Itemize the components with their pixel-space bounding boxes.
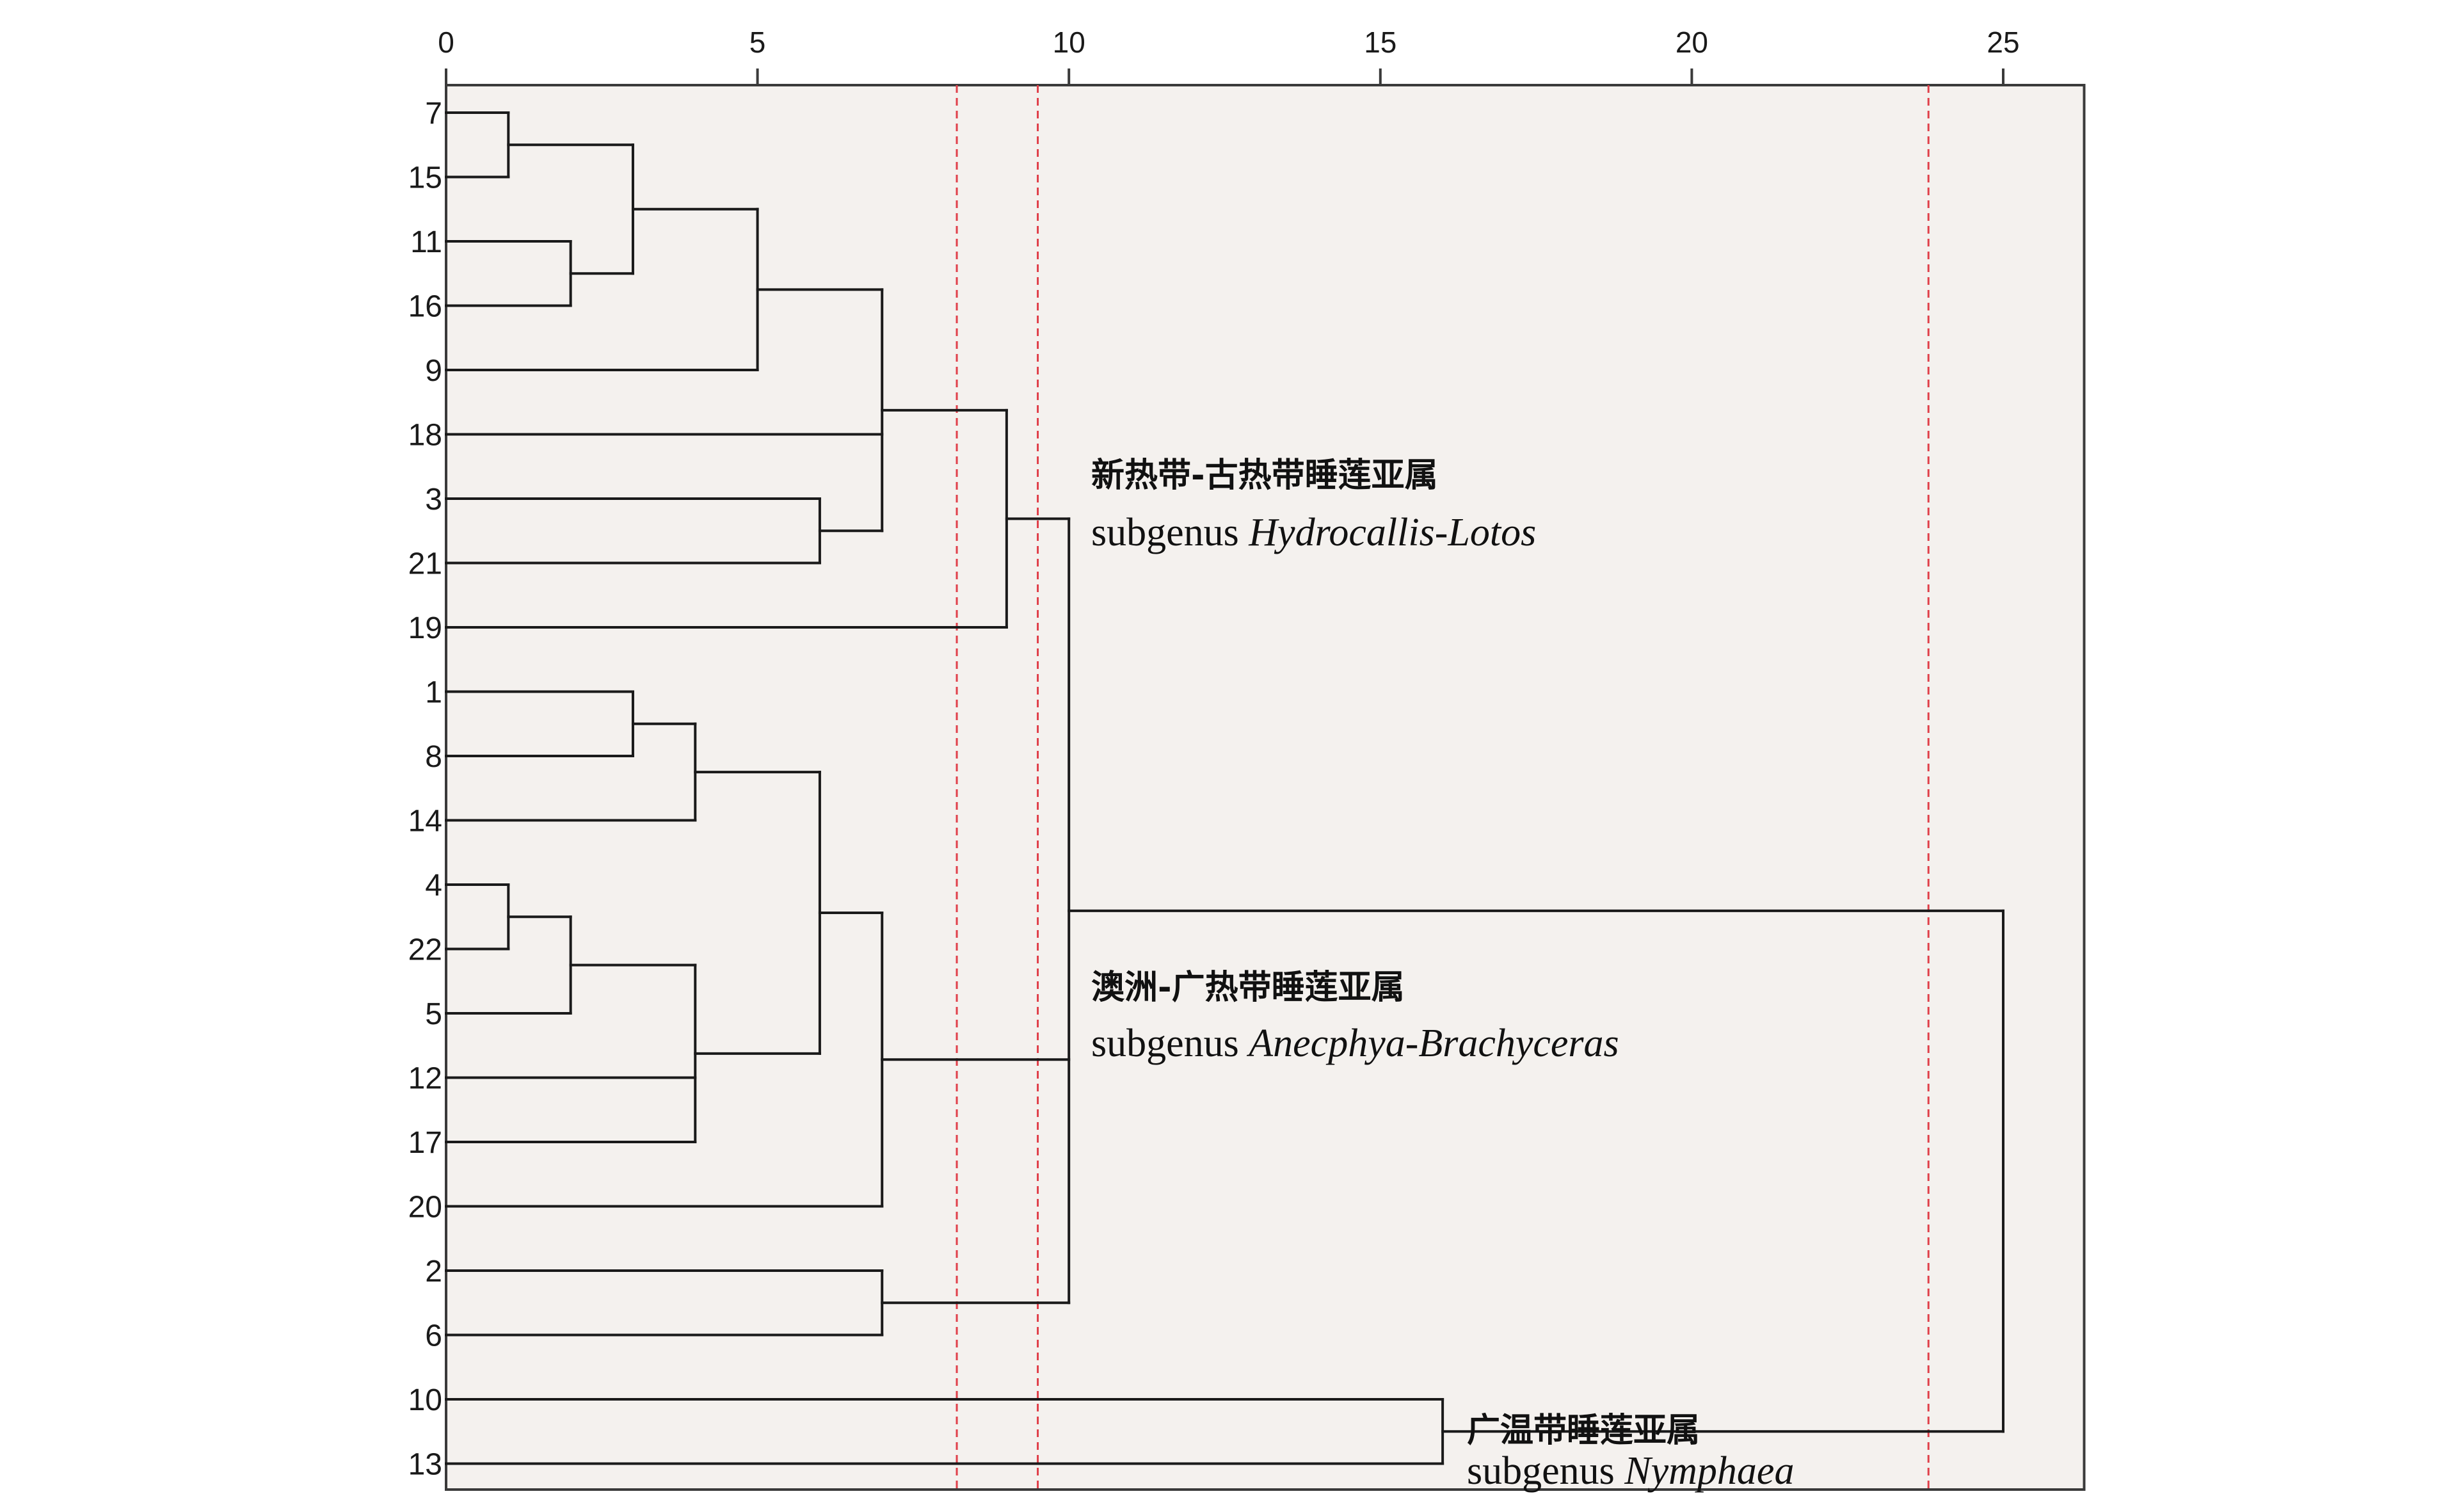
leaf-label: 13: [408, 1448, 442, 1482]
group-labels: 新热带-古热带睡莲亚属 subgenus Hydrocallis-Lotos 澳洲-…: [1091, 456, 1794, 1493]
x-tick-label: 15: [1364, 26, 1396, 59]
x-tick-label: 5: [749, 26, 766, 59]
leaf-label: 15: [408, 161, 442, 195]
leaf-label: 9: [425, 354, 442, 388]
leaf-label: 11: [410, 225, 442, 259]
group-label-cn: 澳洲-广热带睡莲亚属: [1091, 969, 1405, 1007]
x-tick-label: 0: [438, 26, 454, 59]
leaf-label: 16: [408, 290, 442, 324]
x-tick-label: 25: [1987, 26, 2019, 59]
group-label-cn: 广温带睡莲亚属: [1467, 1411, 1700, 1450]
group-label-en: subgenus Nymphaea: [1467, 1449, 1794, 1493]
group-label-prefix: subgenus: [1091, 1022, 1249, 1065]
leaf-label: 22: [408, 933, 442, 967]
leaf-label: 6: [425, 1319, 442, 1353]
plot-area: [445, 84, 2086, 1491]
group-label-taxon: Nymphaea: [1624, 1449, 1794, 1493]
leaf-label: 2: [425, 1255, 442, 1289]
group-label-en: subgenus Anecphya-Brachyceras: [1091, 1022, 1619, 1065]
leaf-label: 19: [408, 611, 442, 645]
x-tick-label: 10: [1053, 26, 1085, 59]
x-tick-label: 20: [1676, 26, 1708, 59]
leaf-label: 4: [425, 869, 442, 903]
x-axis: 0 5 10 15 20 25: [438, 26, 2020, 85]
leaf-label: 17: [408, 1126, 442, 1160]
group-label-en: subgenus Hydrocallis-Lotos: [1091, 511, 1536, 554]
leaf-label: 3: [425, 483, 442, 517]
leaf-label: 1: [425, 676, 442, 710]
group-label-prefix: subgenus: [1091, 511, 1249, 554]
leaf-label: 7: [425, 97, 442, 131]
group-label-prefix: subgenus: [1467, 1449, 1624, 1493]
leaf-label: 14: [408, 805, 442, 839]
cut-lines: [956, 85, 1930, 1490]
leaf-label: 5: [425, 997, 442, 1031]
group-label-taxon: Anecphya-Brachyceras: [1246, 1022, 1619, 1065]
dendrogram-branches: [445, 111, 2004, 1465]
leaf-label: 10: [408, 1383, 442, 1417]
leaf-label: 18: [408, 419, 442, 453]
leaf-label: 12: [408, 1062, 442, 1096]
leaf-label: 8: [425, 740, 442, 774]
leaf-label: 20: [408, 1191, 442, 1225]
group-label-taxon: Hydrocallis-Lotos: [1248, 511, 1536, 554]
leaf-label: 21: [408, 547, 442, 581]
group-label-cn: 新热带-古热带睡莲亚属: [1091, 456, 1438, 495]
